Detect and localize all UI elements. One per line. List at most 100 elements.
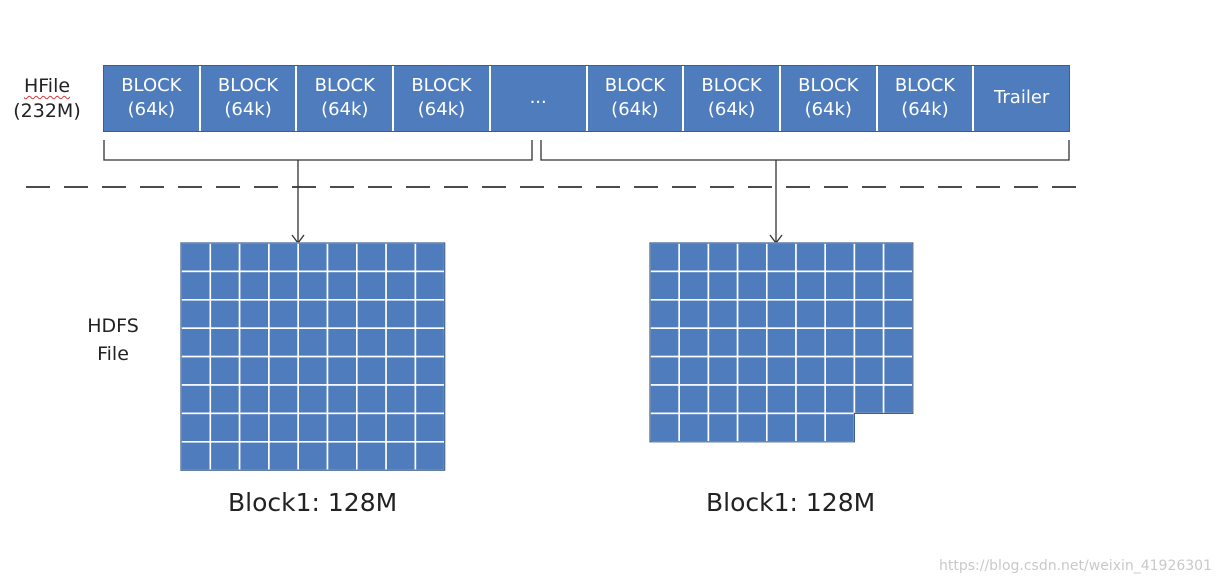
grid-cell [209, 242, 241, 273]
hdfs-block-grid-right [649, 242, 914, 443]
block-cell-size: (64k) [611, 98, 659, 120]
grid-cell [649, 384, 681, 415]
grid-cell [238, 440, 270, 471]
grid-cell [180, 298, 212, 329]
grid-cell [355, 384, 387, 415]
grid-cell [326, 384, 358, 415]
block-cell: BLOCK(64k) [877, 66, 975, 131]
block-cell: BLOCK(64k) [587, 66, 685, 131]
grid-cell [355, 440, 387, 471]
grid-cell [297, 384, 329, 415]
grid-cell [678, 412, 710, 443]
block-cell-title: Trailer [994, 86, 1050, 108]
grid-cell [385, 440, 417, 471]
grid-cell [268, 440, 299, 471]
grid-cell [795, 298, 827, 329]
grid-cell [736, 384, 768, 415]
grid-cell [385, 298, 417, 329]
block-cell-size: (64k) [224, 98, 272, 120]
grid-cell [209, 412, 241, 443]
block-cell-text: BLOCK(64k) [605, 74, 665, 122]
grid-cell [707, 327, 739, 358]
grid-cell [268, 270, 299, 301]
grid-cell [297, 298, 329, 329]
grid-cell [385, 270, 417, 301]
grid-cell [209, 355, 241, 386]
grid-cell [882, 327, 914, 358]
grid-cell [238, 298, 270, 329]
grid-cell [882, 298, 914, 329]
grid-cell [268, 327, 299, 358]
block-caption-right: Block1: 128M [706, 488, 876, 517]
grid-cell [268, 298, 299, 329]
grid-cell [238, 270, 270, 301]
block-cell-text: BLOCK(64k) [701, 74, 761, 122]
block-cell-title: BLOCK [314, 74, 375, 96]
hfile-block-strip: BLOCK(64k)BLOCK(64k)BLOCK(64k)BLOCK(64k)… [103, 65, 1070, 132]
hfile-label-name: HFile [23, 75, 71, 97]
grid-cell [824, 298, 856, 329]
grid-cell [414, 327, 446, 358]
grid-cell [414, 298, 446, 329]
block-cell: BLOCK(64k) [684, 66, 781, 131]
grid-cell [326, 355, 358, 386]
grid-cell [385, 242, 417, 273]
block-cell: BLOCK(64k) [394, 66, 491, 131]
grid-cell [385, 384, 417, 415]
grid-cell [649, 355, 681, 386]
grid-cell [882, 384, 914, 415]
grid-cell [853, 327, 885, 358]
block-cell-size: (64k) [321, 98, 369, 120]
left-grid-outline [180, 242, 446, 471]
block-cell-size: (64k) [707, 98, 756, 120]
grid-cell [678, 242, 710, 273]
grid-cell [678, 298, 710, 329]
grid-cell [824, 242, 856, 273]
grid-cell [824, 355, 856, 386]
grid-cell [268, 384, 299, 415]
grid-cell [649, 327, 681, 358]
grid-cell [209, 384, 241, 415]
grid-cell [238, 327, 270, 358]
block-cell-size: (64k) [804, 98, 852, 120]
grid-cell [414, 355, 446, 386]
grid-cell [326, 440, 358, 471]
grid-cell [824, 327, 856, 358]
grid-cell [355, 327, 387, 358]
left-bracket [103, 140, 533, 161]
hfile-label-size: (232M) [13, 100, 81, 122]
grid-cell [736, 327, 768, 358]
grid-cell [736, 242, 768, 273]
grid-cell [209, 298, 241, 329]
grid-cell [209, 327, 241, 358]
grid-cell [649, 242, 681, 273]
grid-cell [795, 355, 827, 386]
grid-cell [882, 242, 914, 273]
grid-cell [268, 242, 299, 273]
grid-cell [355, 242, 387, 273]
grid-cell [707, 242, 739, 273]
grid-cell [238, 412, 270, 443]
grid-cell [414, 242, 446, 273]
grid-cell [268, 412, 299, 443]
grid-cell [882, 355, 914, 386]
grid-cell [238, 242, 270, 273]
grid-cell [326, 242, 358, 273]
hdfs-label-line1: HDFS [87, 315, 139, 337]
block-cell-text: BLOCK(64k) [315, 74, 375, 122]
grid-cell [853, 355, 885, 386]
grid-cell [678, 270, 710, 301]
grid-cell [707, 270, 739, 301]
grid-cell [795, 384, 827, 415]
grid-cell [736, 355, 768, 386]
block-cell-title: BLOCK [411, 74, 472, 96]
block-cell-text: ... [530, 86, 547, 110]
grid-cell [795, 327, 827, 358]
grid-cell [853, 242, 885, 273]
grid-cell [765, 355, 797, 386]
grid-cell [414, 270, 446, 301]
grid-cell [209, 270, 241, 301]
grid-cell [414, 412, 446, 443]
block-cell-title: BLOCK [604, 74, 665, 96]
